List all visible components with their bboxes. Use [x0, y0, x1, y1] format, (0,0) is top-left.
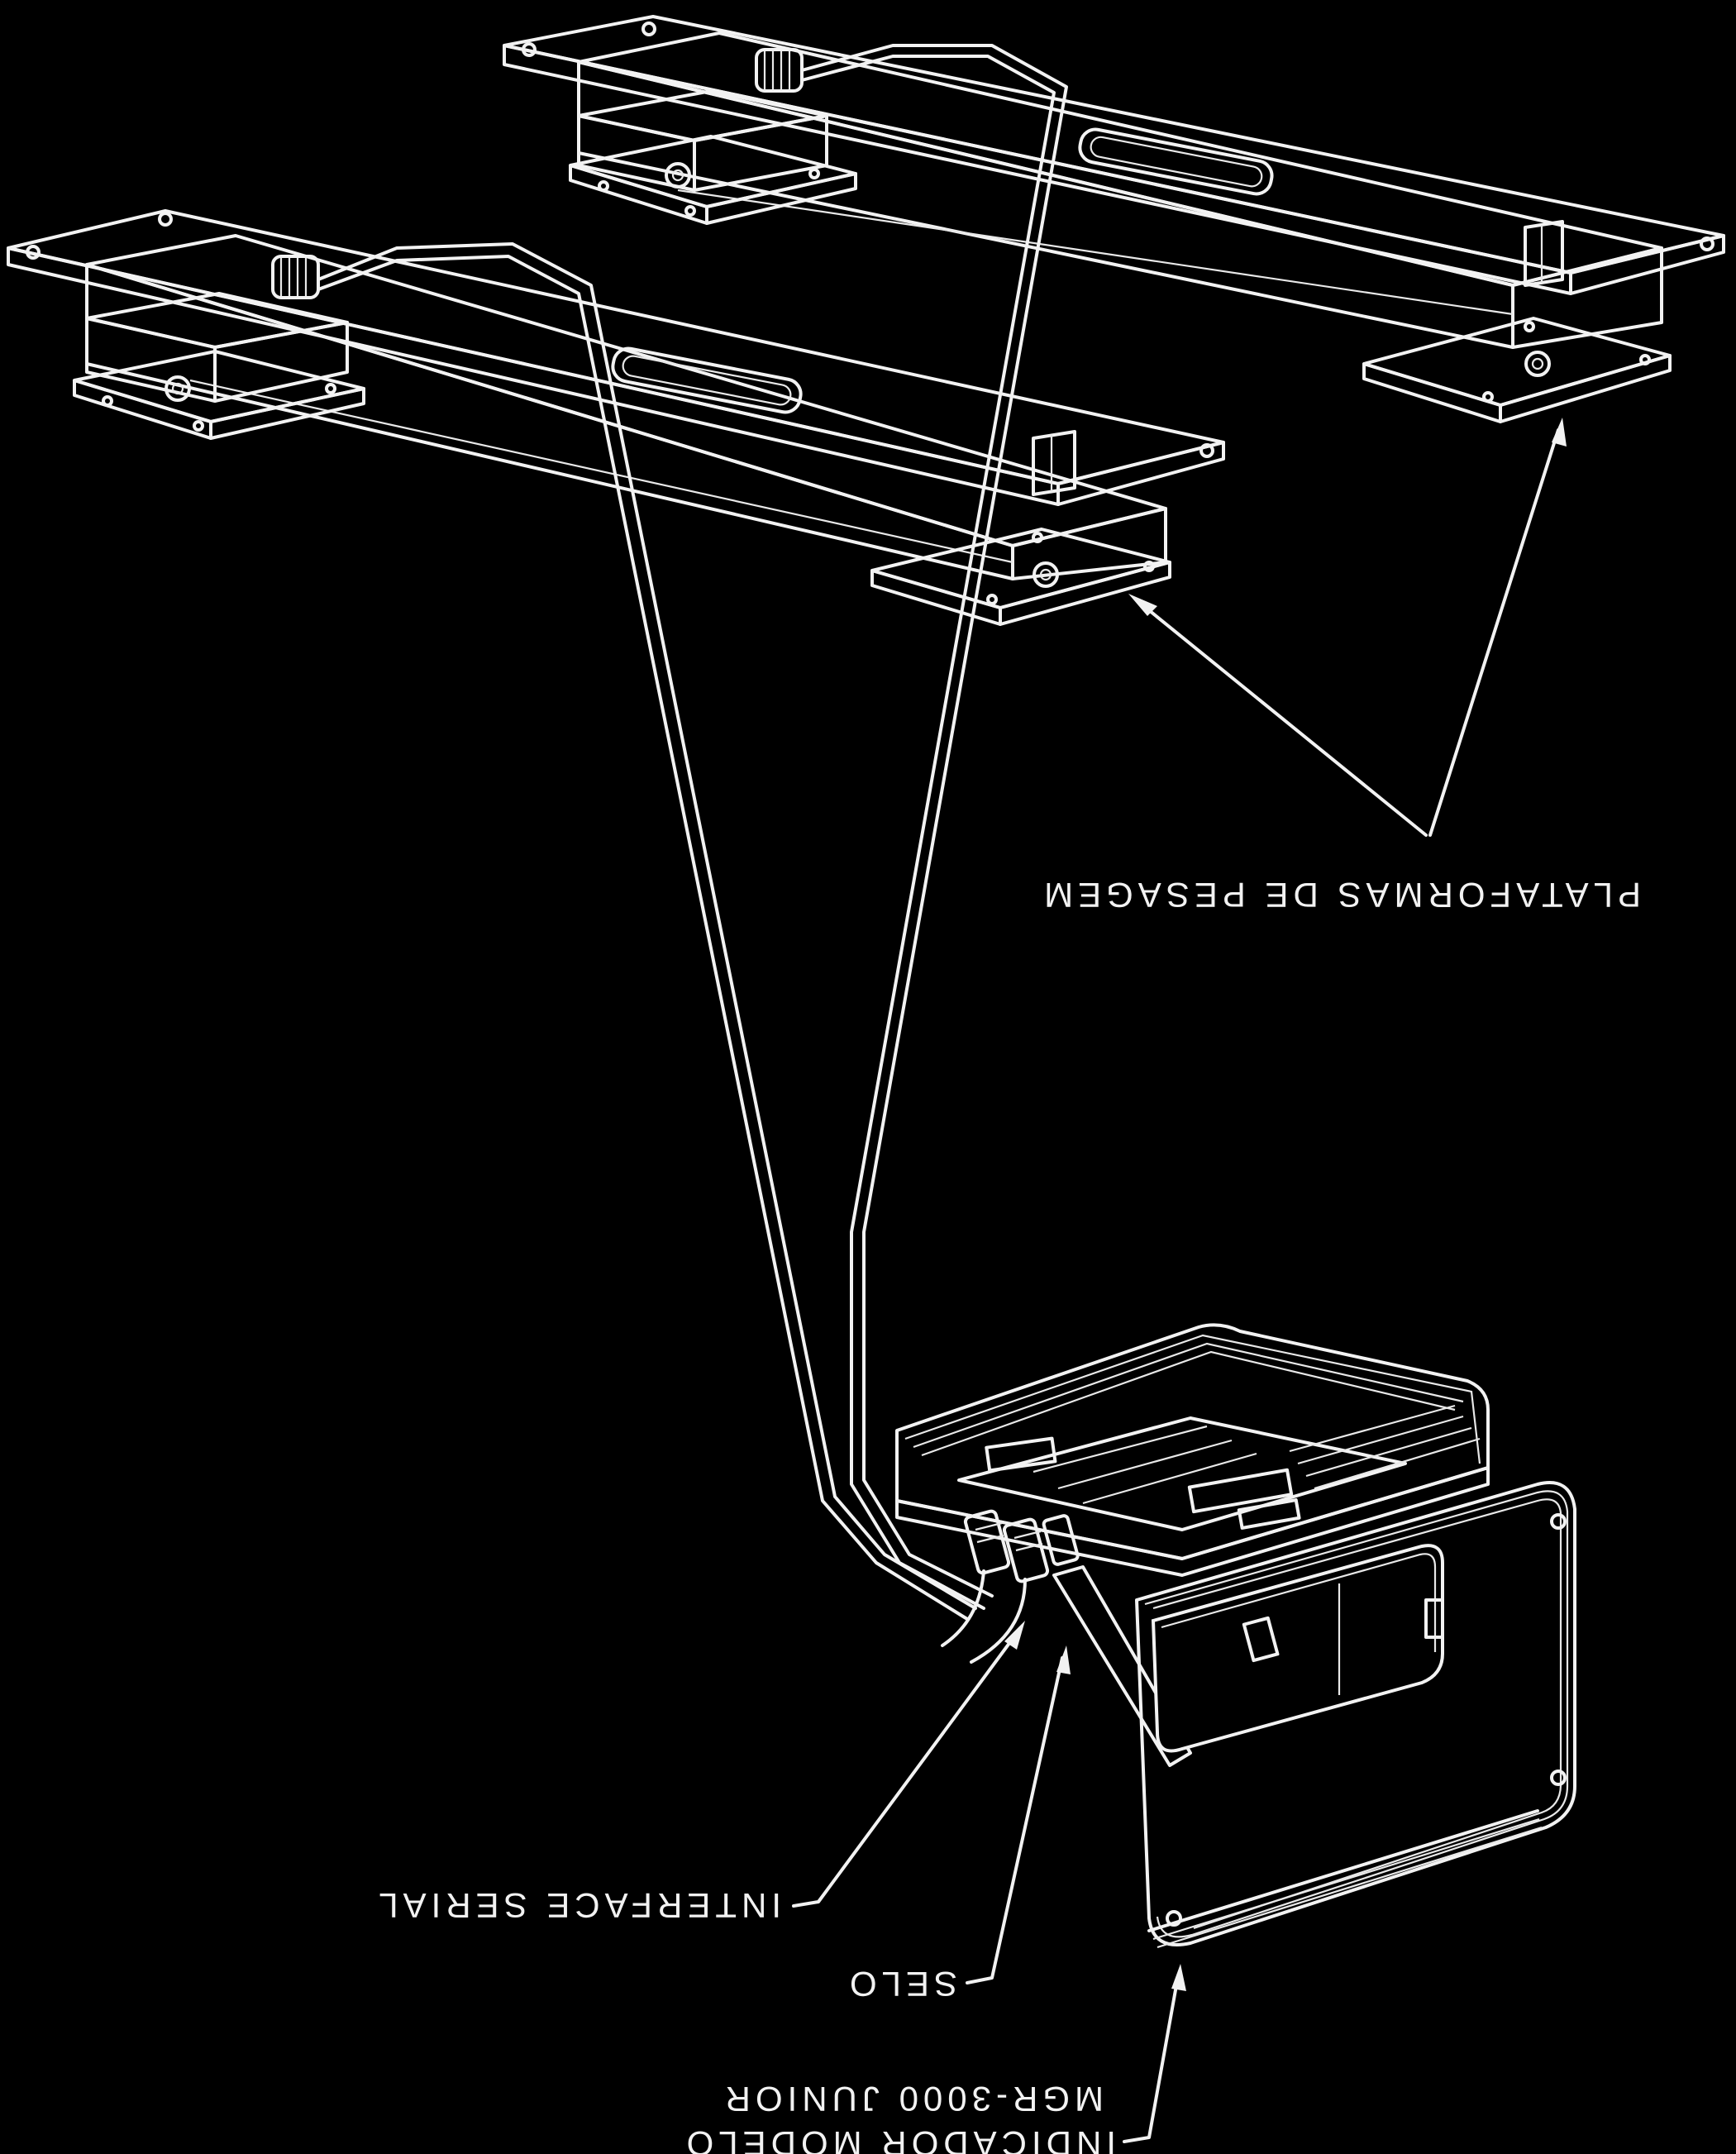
indicator-label-line2: MGR-3000 JUNIOR	[721, 2080, 1104, 2118]
seal-callout: SELO	[845, 1645, 1071, 2004]
seal-label: SELO	[845, 1965, 957, 2004]
indicator-callout: INDICADOR MODELO MGR-3000 JUNIOR	[682, 1964, 1186, 2154]
serial-interface-callout: INTERFACE SERIAL	[374, 1621, 1025, 1925]
rear-weighing-platform	[503, 15, 1725, 423]
indicator-label-line1: INDICADOR MODELO	[682, 2124, 1116, 2154]
vent-grille	[1289, 1404, 1481, 1490]
front-weighing-platform	[7, 209, 1225, 626]
serial-interface-label: INTERFACE SERIAL	[374, 1886, 781, 1925]
platform-cables	[317, 44, 1068, 1621]
platforms-callout: PLATAFORMAS DE PESAGEM	[1039, 418, 1641, 915]
platforms-label: PLATAFORMAS DE PESAGEM	[1039, 876, 1641, 915]
indicator-device	[895, 1323, 1576, 1949]
cable-connectors	[941, 1509, 1080, 1664]
